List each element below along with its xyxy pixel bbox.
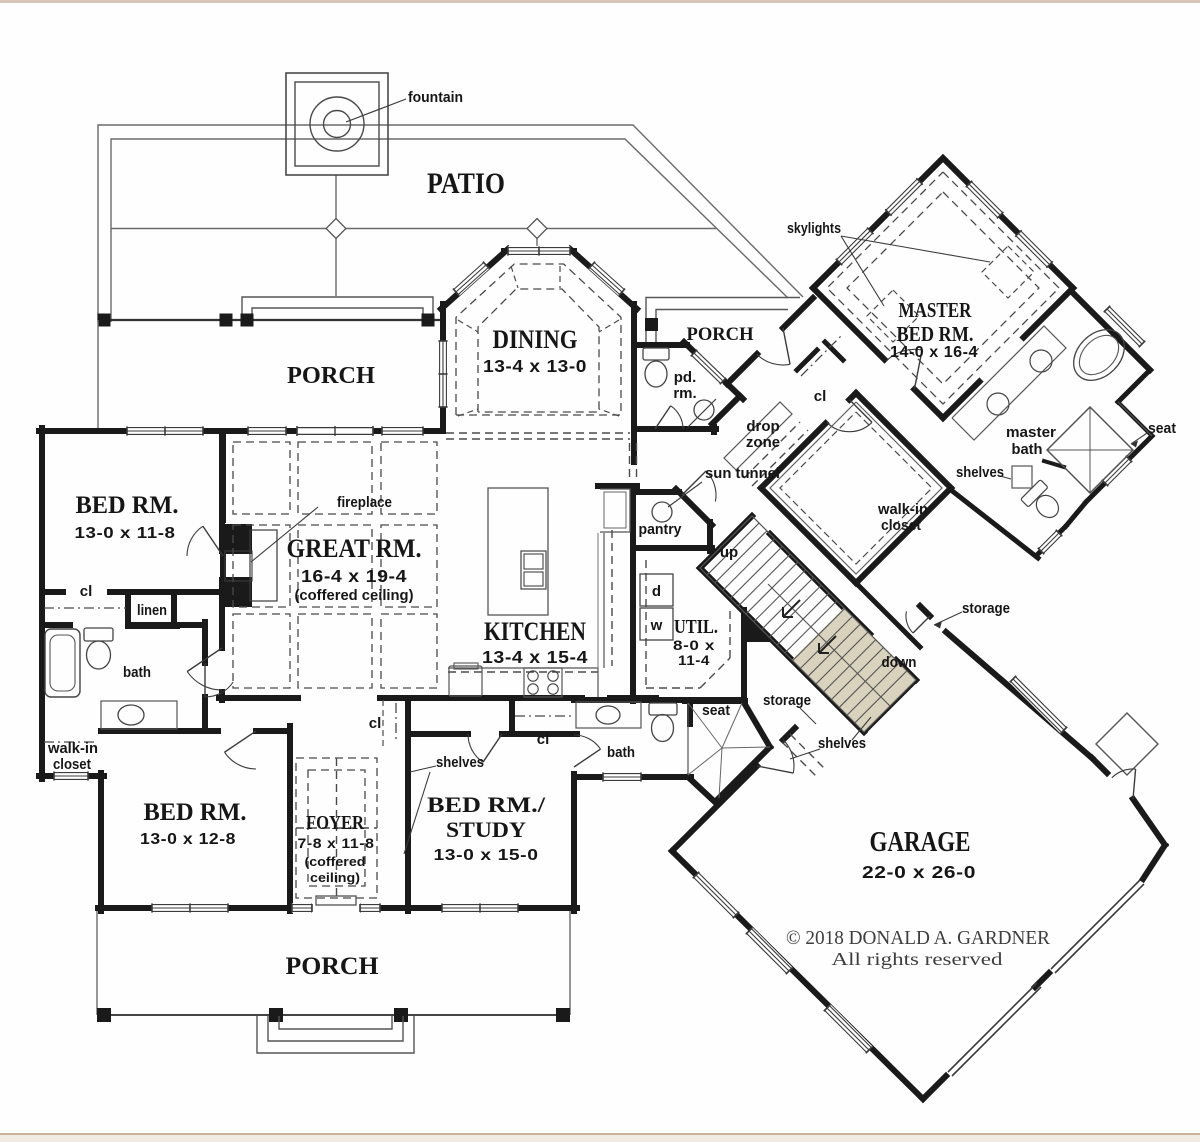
- label-up: up: [720, 544, 738, 561]
- label-drop1: drop: [746, 418, 779, 435]
- label-wic2: closet: [881, 517, 921, 534]
- label-porch-front: PORCH: [286, 953, 380, 980]
- label-bath2: bath: [607, 744, 635, 761]
- fireplace-icon: [219, 524, 278, 607]
- label-down: down: [882, 654, 917, 671]
- label-master-bath1: master: [1006, 424, 1056, 441]
- label-bed1: BED RM.: [76, 492, 179, 519]
- label-dining: DINING: [493, 325, 578, 354]
- label-cl-study: cl: [537, 731, 550, 748]
- label-skylights: skylights: [787, 220, 841, 237]
- leader-lines: [250, 235, 1151, 855]
- label-pantry: pantry: [639, 521, 683, 538]
- label-patio: PATIO: [427, 167, 505, 200]
- label-kitchen: KITCHEN: [484, 617, 586, 646]
- garage-doors: [947, 879, 1145, 1077]
- label-master-dims: 14-0 x 16-4: [890, 344, 978, 361]
- label-pd2: rm.: [673, 385, 696, 402]
- label-cl-drop: cl: [814, 388, 827, 405]
- label-d: d: [652, 583, 661, 600]
- stair-wall-wedge: [746, 610, 778, 642]
- label-garage-dims: 22-0 x 26-0: [862, 862, 976, 882]
- garage-stoop: [1095, 712, 1159, 776]
- label-great-note: (coffered ceiling): [295, 588, 414, 604]
- label-drop2: zone: [746, 434, 780, 451]
- label-seat-m: seat: [1148, 420, 1176, 437]
- label-master2: BED RM.: [897, 322, 974, 346]
- label-util: UTIL.: [674, 616, 718, 638]
- label-pd1: pd.: [674, 369, 697, 386]
- label-wicL1: walk-in: [47, 740, 98, 757]
- dashed-features: [44, 171, 1060, 899]
- label-shelves-s: shelves: [436, 754, 484, 771]
- label-fountain: fountain: [408, 89, 463, 106]
- label-bed2: BED RM.: [144, 799, 247, 826]
- label-foyer: FOYER: [306, 812, 364, 834]
- label-study-dims: 13-0 x 15-0: [434, 847, 539, 864]
- label-fireplace: fireplace: [337, 494, 392, 511]
- label-porch-side: PORCH: [687, 324, 754, 345]
- label-util-dims2: 11-4: [678, 652, 710, 668]
- fountain-icon: [285, 72, 407, 176]
- label-cl-bed1: cl: [80, 583, 93, 600]
- label-linen: linen: [137, 602, 167, 619]
- label-shelves-m: shelves: [956, 464, 1004, 481]
- label-bed1-dims: 13-0 x 11-8: [75, 525, 176, 542]
- label-util-dims1: 8-0 x: [673, 637, 715, 653]
- label-cl-foyer: cl: [369, 715, 382, 732]
- label-master1: MASTER: [899, 298, 973, 322]
- label-copy1: © 2018 DONALD A. GARDNER: [786, 927, 1051, 949]
- label-porch-rear: PORCH: [287, 363, 375, 389]
- label-kitchen-dims: 13-4 x 15-4: [482, 647, 588, 667]
- label-wic1: walk-in: [877, 501, 928, 518]
- doors: [186, 327, 1137, 800]
- label-shelves-b: shelves: [818, 735, 866, 752]
- label-garage: GARAGE: [870, 827, 971, 858]
- patio-outline: [97, 124, 804, 322]
- label-great: GREAT RM.: [287, 534, 422, 563]
- stairs: [699, 515, 917, 733]
- label-study1: BED RM./: [427, 792, 546, 817]
- label-foyer-dims: 7-8 x 11-8: [298, 835, 375, 851]
- label-foyer-note1: (coffered: [305, 854, 366, 869]
- label-bath1: bath: [123, 664, 151, 681]
- label-storage-r: storage: [962, 600, 1010, 617]
- label-seat-b: seat: [702, 702, 730, 719]
- label-storage-b: storage: [763, 692, 811, 709]
- label-foyer-note2: ceiling): [310, 870, 360, 885]
- label-dining-dims: 13-4 x 13-0: [483, 356, 587, 376]
- label-w: w: [650, 617, 663, 634]
- side-porch-beam: [645, 296, 800, 343]
- label-wicL2: closet: [53, 756, 91, 773]
- label-copy2: All rights reserved: [832, 949, 1003, 969]
- label-study2: STUDY: [446, 817, 526, 842]
- label-bed2-dims: 13-0 x 12-8: [140, 831, 236, 848]
- rear-porch-beam: [97, 313, 443, 429]
- label-master-bath2: bath: [1012, 441, 1043, 458]
- label-great-dims: 16-4 x 19-4: [301, 566, 407, 586]
- label-sun-tunnel: sun tunnel: [705, 465, 780, 482]
- front-porch-outline: [96, 911, 571, 1054]
- fixtures: [44, 325, 1153, 799]
